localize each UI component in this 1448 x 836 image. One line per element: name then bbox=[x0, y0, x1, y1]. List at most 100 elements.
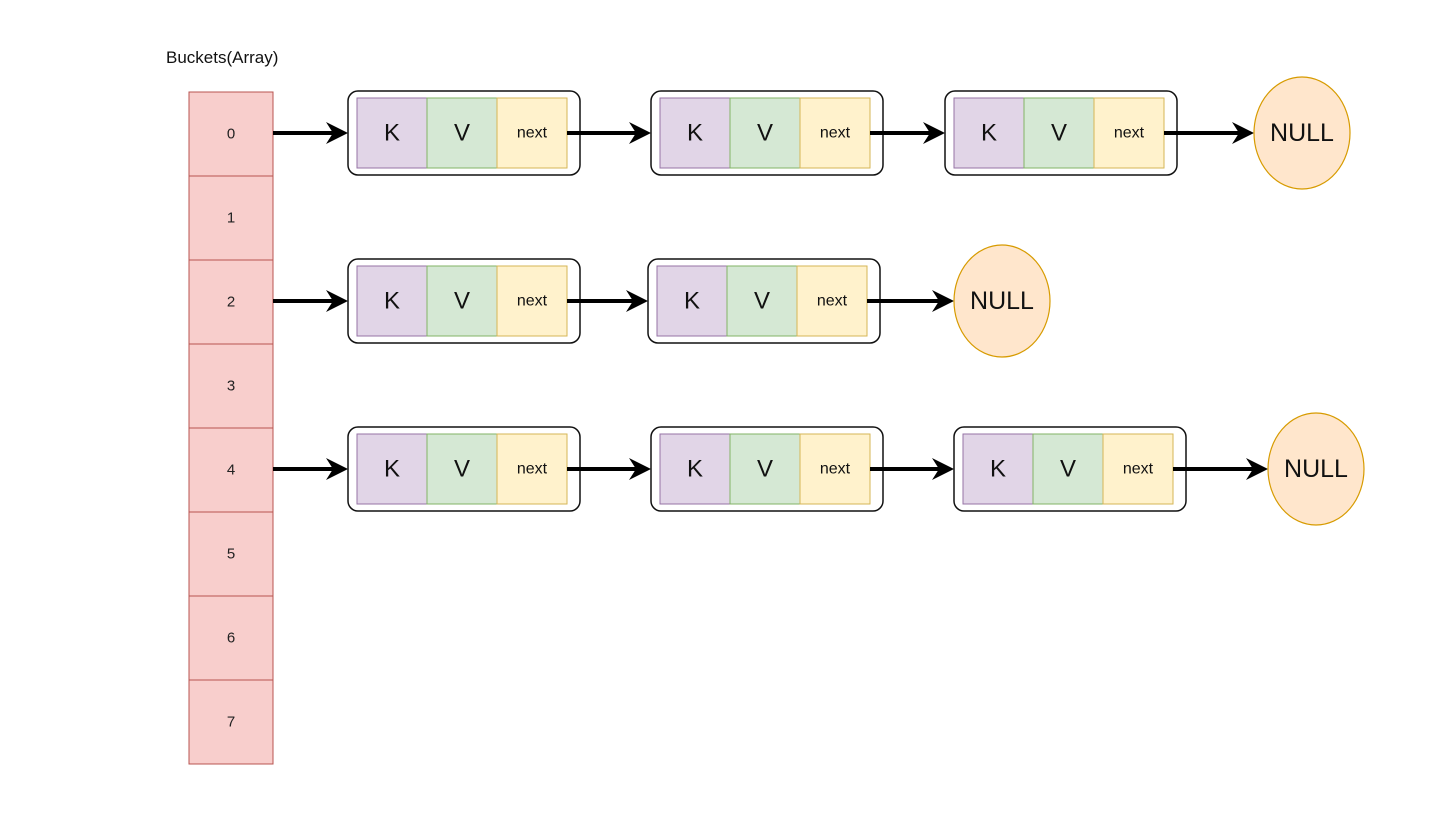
pointer-arrow bbox=[273, 458, 348, 480]
null-label: NULL bbox=[1284, 455, 1348, 483]
next-pointer-cell bbox=[796, 265, 868, 337]
bucket-index-label: 6 bbox=[227, 630, 235, 647]
next-pointer-cell-label: next bbox=[817, 293, 848, 310]
bucket-index-label: 5 bbox=[227, 546, 235, 563]
pointer-arrow bbox=[567, 122, 651, 144]
pointer-arrow bbox=[870, 458, 954, 480]
null-terminator: NULL bbox=[953, 244, 1051, 358]
arrow-head bbox=[326, 122, 348, 144]
bucket-index-label: 3 bbox=[227, 378, 235, 395]
arrow-head bbox=[629, 458, 651, 480]
key-cell bbox=[962, 433, 1034, 505]
arrow-head bbox=[326, 290, 348, 312]
next-pointer-cell-label: next bbox=[517, 461, 548, 478]
key-cell bbox=[656, 265, 728, 337]
bucket-cell-6: 6 bbox=[188, 595, 274, 681]
null-label: NULL bbox=[970, 287, 1034, 315]
next-pointer-cell-label: next bbox=[1114, 125, 1145, 142]
value-cell-label: V bbox=[454, 288, 470, 315]
buckets-title: Buckets(Array) bbox=[166, 48, 278, 67]
value-cell-label: V bbox=[1060, 456, 1076, 483]
value-cell bbox=[729, 97, 801, 169]
key-cell bbox=[659, 433, 731, 505]
null-ellipse bbox=[1267, 412, 1365, 526]
arrow-head bbox=[626, 290, 648, 312]
bucket-index-label: 1 bbox=[227, 210, 235, 227]
value-cell-label: V bbox=[757, 120, 773, 147]
pointer-arrow bbox=[867, 290, 954, 312]
key-cell bbox=[953, 97, 1025, 169]
bucket-index-label: 2 bbox=[227, 294, 235, 311]
bucket-rect bbox=[188, 343, 274, 429]
key-cell-label: K bbox=[384, 456, 400, 483]
bucket-rect bbox=[188, 427, 274, 513]
value-cell bbox=[426, 433, 498, 505]
next-pointer-cell-label: next bbox=[820, 461, 851, 478]
key-cell-label: K bbox=[687, 456, 703, 483]
next-pointer-cell-label: next bbox=[1123, 461, 1154, 478]
value-cell-label: V bbox=[754, 288, 770, 315]
value-cell bbox=[426, 265, 498, 337]
bucket-rect bbox=[188, 91, 274, 177]
bucket-cell-1: 1 bbox=[188, 175, 274, 261]
bucket-array: 0 1 2 3 4 5 6 7 bbox=[188, 91, 274, 765]
next-pointer-cell bbox=[496, 97, 568, 169]
value-cell-label: V bbox=[1051, 120, 1067, 147]
arrow-head bbox=[932, 458, 954, 480]
next-pointer-cell bbox=[799, 433, 871, 505]
next-pointer-cell bbox=[1102, 433, 1174, 505]
next-pointer-cell-label: next bbox=[517, 125, 548, 142]
next-pointer-cell bbox=[1093, 97, 1165, 169]
value-cell-label: V bbox=[757, 456, 773, 483]
next-pointer-cell-label: next bbox=[517, 293, 548, 310]
bucket-cell-2: 2 bbox=[188, 259, 274, 345]
pointer-arrow bbox=[273, 122, 348, 144]
bucket-index-label: 4 bbox=[227, 462, 235, 479]
value-cell bbox=[729, 433, 801, 505]
next-pointer-cell bbox=[496, 433, 568, 505]
key-cell bbox=[356, 97, 428, 169]
pointer-arrow bbox=[567, 290, 648, 312]
value-cell-label: V bbox=[454, 456, 470, 483]
pointer-arrow bbox=[1164, 122, 1254, 144]
bucket-rect bbox=[188, 511, 274, 597]
value-cell-label: V bbox=[454, 120, 470, 147]
pointer-arrow bbox=[567, 458, 651, 480]
bucket-rect bbox=[188, 175, 274, 261]
next-pointer-cell bbox=[799, 97, 871, 169]
pointer-arrow bbox=[273, 290, 348, 312]
key-cell bbox=[356, 433, 428, 505]
arrow-head bbox=[1232, 122, 1254, 144]
bucket-cell-4: 4 bbox=[188, 427, 274, 513]
bucket-cell-0: 0 bbox=[188, 91, 274, 177]
key-cell-label: K bbox=[687, 120, 703, 147]
null-ellipse bbox=[953, 244, 1051, 358]
bucket-cell-3: 3 bbox=[188, 343, 274, 429]
arrow-head bbox=[932, 290, 954, 312]
key-cell-label: K bbox=[384, 288, 400, 315]
arrow-head bbox=[629, 122, 651, 144]
value-cell bbox=[726, 265, 798, 337]
key-cell-label: K bbox=[981, 120, 997, 147]
null-label: NULL bbox=[1270, 119, 1334, 147]
key-cell-label: K bbox=[990, 456, 1006, 483]
null-terminator: NULL bbox=[1253, 76, 1351, 190]
bucket-index-label: 0 bbox=[227, 126, 235, 143]
null-ellipse bbox=[1253, 76, 1351, 190]
arrow-head bbox=[326, 458, 348, 480]
bucket-cell-7: 7 bbox=[188, 679, 274, 765]
next-pointer-cell-label: next bbox=[820, 125, 851, 142]
value-cell bbox=[1032, 433, 1104, 505]
